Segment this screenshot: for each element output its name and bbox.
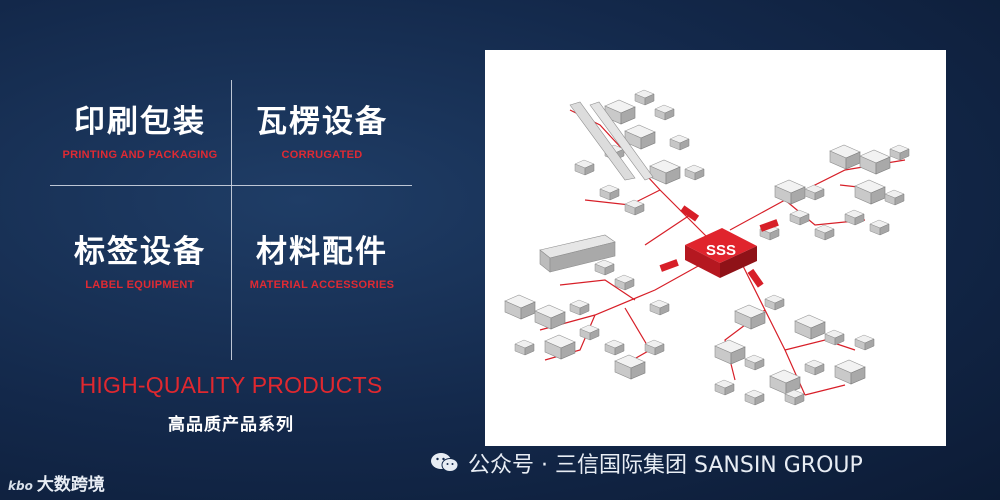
category-subtitle: MATERIAL ACCESSORIES <box>249 279 395 291</box>
tagline-english: HIGH-QUALITY PRODUCTS <box>79 372 383 398</box>
printing-cluster <box>569 89 705 216</box>
category-printing-packaging: 印刷包装 PRINTING AND PACKAGING <box>50 96 230 161</box>
category-title: 瓦楞设备 <box>256 104 388 140</box>
wechat-icon <box>430 451 460 481</box>
watermark-right: 公众号 · 三信国际集团 SANSIN GROUP <box>430 447 863 481</box>
corrugated-cluster <box>759 144 910 241</box>
watermark-left-text: 大数跨境 <box>36 475 105 495</box>
label-cluster <box>504 234 670 380</box>
category-title: 标签设备 <box>74 234 206 270</box>
category-subtitle: PRINTING AND PACKAGING <box>62 149 218 161</box>
category-subtitle: LABEL EQUIPMENT <box>85 279 195 291</box>
kbo-logo-icon: kbo <box>8 479 33 493</box>
hub-logo-text: SSS <box>706 242 736 259</box>
category-title: 印刷包装 <box>74 104 206 140</box>
product-map-panel: SSS <box>485 50 946 446</box>
product-map-illustration: SSS <box>504 89 910 406</box>
category-material-accessories: 材料配件 MATERIAL ACCESSORIES <box>232 226 412 291</box>
watermark-right-text: 公众号 · 三信国际集团 SANSIN GROUP <box>468 453 863 478</box>
category-subtitle: CORRUGATED <box>281 149 363 161</box>
category-grid: 印刷包装 PRINTING AND PACKAGING 瓦楞设备 CORRUGA… <box>50 80 412 360</box>
material-cluster <box>714 294 875 406</box>
category-corrugated: 瓦楞设备 CORRUGATED <box>232 96 412 161</box>
grid-divider-horizontal <box>50 185 412 186</box>
category-label-equipment: 标签设备 LABEL EQUIPMENT <box>50 226 230 291</box>
hub-logo: SSS <box>685 228 757 278</box>
arrow-labels <box>659 205 779 288</box>
grid-divider-vertical <box>231 80 232 360</box>
tagline-chinese: 高品质产品系列 <box>168 415 294 435</box>
category-title: 材料配件 <box>256 234 388 270</box>
